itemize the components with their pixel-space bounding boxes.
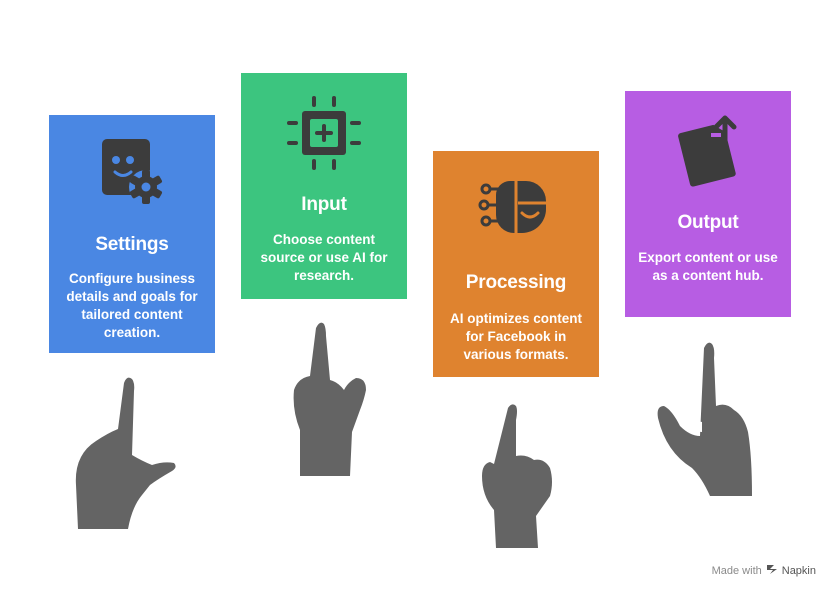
- watermark-brand: Napkin: [781, 564, 816, 577]
- input-title: Input: [301, 194, 347, 215]
- chip-plus-icon: [241, 95, 407, 171]
- pointing-hand-icon: [75, 377, 176, 529]
- input-description: Choose content source or use AI for rese…: [260, 232, 388, 283]
- napkin-logo-icon: [766, 563, 778, 578]
- pointing-hand-icon: [293, 322, 366, 476]
- settings-title: Settings: [95, 234, 169, 255]
- processing-title: Processing: [465, 272, 567, 293]
- input-card: Input Choose content source or use AI fo…: [241, 73, 407, 299]
- file-export-icon: [625, 111, 791, 187]
- pointing-hand-icon: [657, 342, 752, 496]
- processing-card: Processing AI optimizes content for Face…: [433, 151, 599, 377]
- output-card: Output Export content or use as a conten…: [625, 91, 791, 317]
- processing-description: AI optimizes content for Facebook in var…: [449, 311, 582, 362]
- watermark-prefix: Made with: [711, 564, 762, 577]
- output-title: Output: [677, 212, 739, 233]
- output-description: Export content or use as a content hub.: [638, 250, 778, 283]
- settings-card: Settings Configure business details and …: [49, 115, 215, 353]
- bot-gear-icon: [49, 137, 215, 213]
- pointing-hand-icon: [482, 404, 552, 548]
- made-with-napkin-watermark: Made with Napkin: [712, 563, 816, 578]
- ai-brain-circuit-icon: [433, 177, 599, 241]
- settings-description: Configure business details and goals for…: [66, 271, 198, 340]
